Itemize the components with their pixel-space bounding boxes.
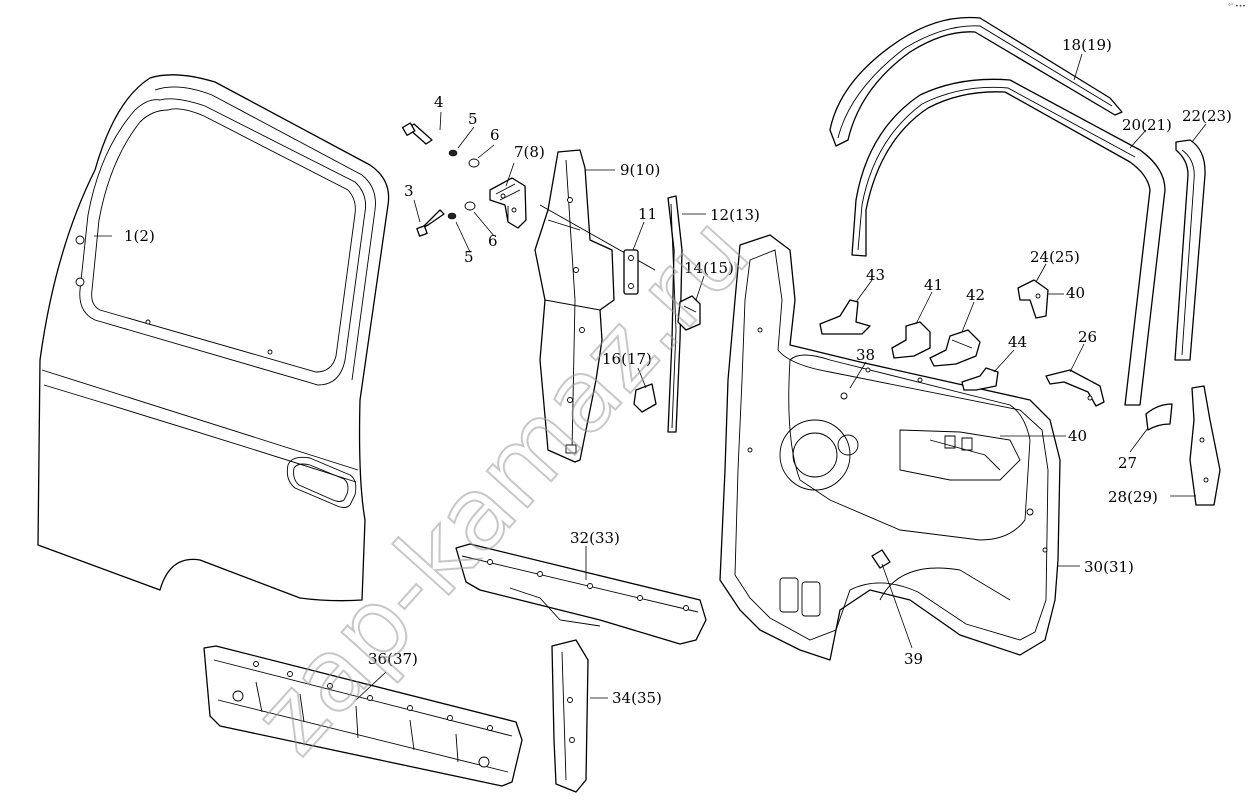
reinforcement-36 [203,645,523,787]
callout-14-15: 14(15) [684,259,734,277]
bracket-16 [633,383,657,413]
cap-27 [1145,403,1173,431]
bracket-43 [819,299,871,335]
callout-5-bottom: 5 [464,248,474,266]
corner-mark: °″ ••• [1228,3,1246,10]
callout-30-31: 30(31) [1084,558,1134,576]
door-frame-trim [851,78,1166,406]
plug-39 [871,549,891,569]
callout-7-8: 7(8) [514,143,545,161]
callout-32-33: 32(33) [570,529,620,547]
window-channel [667,195,683,433]
outer-door-panel [37,74,390,602]
callout-36-37: 36(37) [368,650,418,668]
bracket-24 [1017,279,1049,319]
lower-pillar-28 [1189,385,1221,506]
callout-39: 39 [904,650,923,668]
callout-4: 4 [434,93,444,111]
callout-43: 43 [866,266,885,284]
callout-6-bottom: 6 [488,232,498,250]
callout-20-21: 20(21) [1122,116,1172,134]
callout-38: 38 [856,346,875,364]
callout-12-13: 12(13) [710,206,760,224]
callout-34-35: 34(35) [612,689,662,707]
callout-3: 3 [404,182,414,200]
callout-1-2: 1(2) [124,227,155,245]
small-bracket-11 [623,249,639,295]
callout-28-29: 28(29) [1108,488,1158,506]
callout-41: 41 [924,276,943,294]
callout-11: 11 [638,205,657,223]
hinge-assembly [401,122,527,237]
callout-27: 27 [1118,454,1137,472]
bracket-41 [891,321,931,359]
callout-18-19: 18(19) [1062,36,1112,54]
callout-26: 26 [1078,328,1097,346]
callout-16-17: 16(17) [602,350,652,368]
inner-door-frame [719,234,1061,661]
callout-42: 42 [966,286,985,304]
callout-9-10: 9(10) [620,161,660,179]
upper-frame-trim [829,16,1123,147]
callout-22-23: 22(23) [1182,107,1232,125]
callout-6-top: 6 [490,126,500,144]
hinge-pillar [534,149,656,463]
bracket-44 [961,367,999,391]
reinforcement-32 [455,543,707,645]
bracket-42 [929,329,981,367]
reinforcement-34 [551,639,589,793]
callout-24-25: 24(25) [1030,248,1080,266]
callout-40-top: 40 [1066,284,1085,302]
rear-pillar-trim [1174,139,1206,361]
bracket-14 [677,295,701,331]
callout-44: 44 [1008,333,1027,351]
callout-5-top: 5 [468,110,478,128]
callout-40-bottom: 40 [1068,427,1087,445]
bracket-26 [1045,369,1105,407]
